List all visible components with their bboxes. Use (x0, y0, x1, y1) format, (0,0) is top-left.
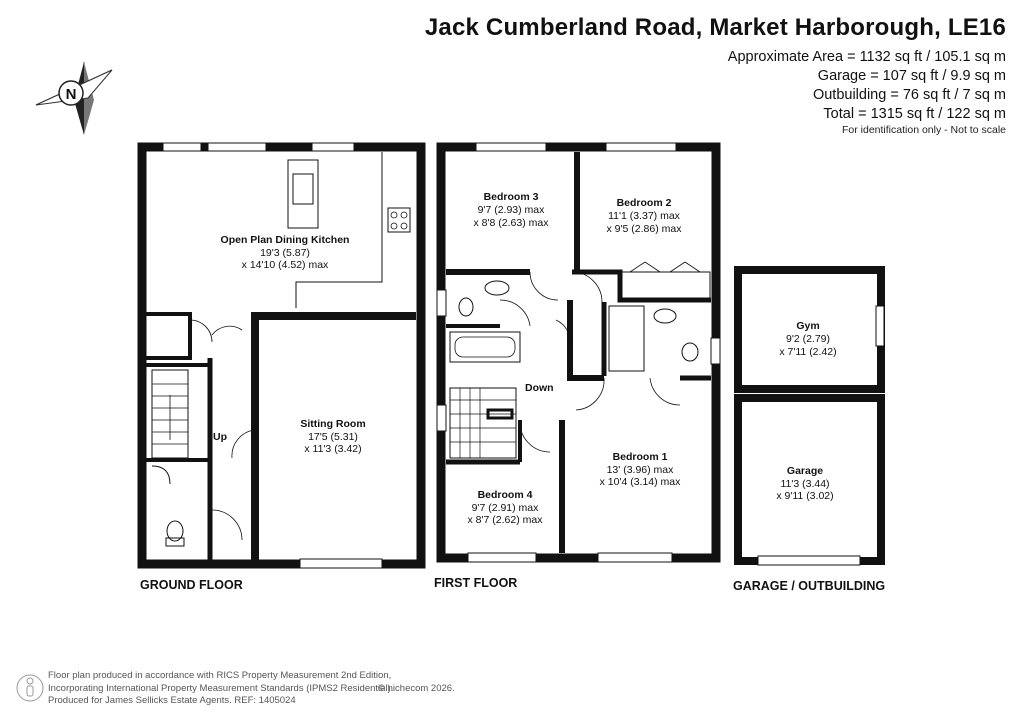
floor-label-garage: GARAGE / OUTBUILDING (733, 579, 885, 593)
room-dim-bedroom3-2: x 8'8 (2.63) max (474, 217, 550, 229)
room-dim-bedroom2-2: x 9'5 (2.86) max (607, 223, 683, 235)
room-name-bedroom2: Bedroom 2 (617, 197, 672, 209)
garage-outbuilding-plan (734, 266, 885, 566)
room-name-garage: Garage (787, 465, 823, 477)
room-dim-bedroom4-1: 9'7 (2.91) max (472, 502, 540, 514)
room-dim-sitting-2: x 11'3 (3.42) (304, 443, 361, 455)
area-garage: Garage = 107 sq ft / 9.9 sq m (817, 68, 1006, 84)
room-dim-bedroom3-1: 9'7 (2.93) max (478, 204, 546, 216)
compass-icon: N (35, 61, 113, 135)
room-dim-kitchen-2: x 14'10 (4.52) max (242, 259, 329, 271)
footer-text: Floor plan produced in accordance with R… (48, 670, 393, 708)
stairs-down-label: Down (525, 382, 554, 394)
room-dim-bedroom1-1: 13' (3.96) max (607, 464, 675, 476)
nichecom-logo-icon (16, 674, 44, 702)
room-dim-bedroom1-2: x 10'4 (3.14) max (600, 476, 682, 488)
room-dim-bedroom4-2: x 8'7 (2.62) max (468, 514, 544, 526)
room-name-bedroom3: Bedroom 3 (484, 191, 539, 203)
area-summary: Approximate Area = 1132 sq ft / 105.1 sq… (728, 48, 1006, 124)
room-name-sitting: Sitting Room (300, 418, 365, 430)
footer-copyright: © nichecom 2026. (378, 683, 455, 694)
room-dim-bedroom2-1: 11'1 (3.37) max (608, 210, 681, 222)
disclaimer-note: For identification only - Not to scale (842, 124, 1006, 136)
room-dim-gym-2: x 7'11 (2.42) (779, 346, 836, 358)
area-approximate: Approximate Area = 1132 sq ft / 105.1 sq… (727, 49, 1006, 65)
stairs-up-label: Up (213, 431, 227, 443)
ground-floor-plan (137, 142, 426, 569)
first-floor-plan (436, 142, 721, 563)
floor-label-ground: GROUND FLOOR (140, 578, 243, 592)
footer-line: Incorporating International Property Mea… (48, 682, 394, 694)
compass-north-label: N (66, 86, 77, 103)
room-name-kitchen: Open Plan Dining Kitchen (221, 234, 350, 246)
footer-line: Produced for James Sellicks Estate Agent… (48, 695, 296, 706)
footer-line: Floor plan produced in accordance with R… (48, 670, 392, 681)
room-dim-sitting-1: 17'5 (5.31) (308, 431, 358, 443)
room-dim-kitchen-1: 19'3 (5.87) (260, 247, 310, 259)
room-dim-garage-1: 11'3 (3.44) (780, 478, 829, 490)
room-dim-garage-2: x 9'11 (3.02) (776, 490, 833, 502)
area-total: Total = 1315 sq ft / 122 sq m (823, 106, 1006, 122)
floor-label-first: FIRST FLOOR (434, 576, 517, 590)
page-title: Jack Cumberland Road, Market Harborough,… (424, 14, 1006, 41)
room-name-bedroom4: Bedroom 4 (478, 489, 533, 501)
room-dim-gym-1: 9'2 (2.79) (786, 333, 830, 345)
room-name-bedroom1: Bedroom 1 (613, 451, 668, 463)
room-name-gym: Gym (796, 320, 819, 332)
area-outbuilding: Outbuilding = 76 sq ft / 7 sq m (812, 87, 1006, 103)
